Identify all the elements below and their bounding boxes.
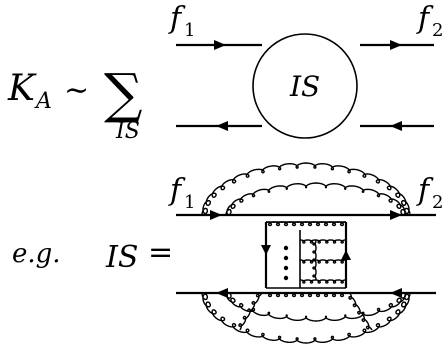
blob-label: IS — [289, 70, 320, 103]
gluon-box-top-rung — [265, 221, 347, 227]
label-f2-bottom-sub: 2 — [432, 192, 443, 213]
dot — [283, 265, 289, 271]
arrow-up-icon — [341, 250, 351, 260]
gluon-rung-1 — [299, 239, 347, 244]
gluon-bottom-bridge — [265, 292, 347, 298]
arrow-right-icon — [210, 210, 222, 220]
gluon-lower-inner-arc — [225, 291, 407, 322]
sum-symbol: ∑ — [104, 62, 143, 125]
gluon-rung-3 — [299, 279, 347, 284]
gluon-down-right — [348, 292, 373, 331]
label-f2-top-sub: 2 — [432, 20, 443, 41]
gluon-down-left — [238, 292, 263, 331]
arrow-right-icon — [390, 40, 402, 50]
bottom-equation: e.g. IS = f 1 f 2 — [12, 173, 443, 275]
k-symbol: K — [7, 68, 37, 109]
sim-symbol: ∼ — [64, 73, 89, 108]
gluon-upper-outer-arc — [201, 162, 411, 216]
arrow-left-icon — [216, 288, 228, 298]
arrow-right-icon — [214, 40, 226, 50]
gluon-lines — [201, 162, 411, 344]
gluon-rung-2 — [299, 259, 347, 264]
interacting-system-blob — [252, 33, 358, 139]
arrow-down-icon — [261, 245, 271, 255]
label-f1-top-sub: 1 — [184, 20, 195, 41]
dot — [283, 275, 289, 281]
is-label: IS — [105, 240, 138, 275]
equals-sign: = — [148, 235, 173, 270]
gluon-box-vertical — [312, 239, 317, 281]
arrow-left-icon — [390, 288, 402, 298]
arrow-left-icon — [390, 121, 402, 131]
eg-label: e.g. — [12, 239, 61, 269]
sum-index: IS — [115, 119, 140, 144]
k-subscript-a: A — [34, 89, 52, 114]
dot — [283, 255, 289, 261]
top-equation: K A ∼ ∑ IS — [7, 62, 143, 144]
bottom-diagram — [176, 162, 436, 344]
dot — [283, 245, 289, 251]
gluon-upper-inner-arc — [225, 182, 407, 216]
arrow-right-icon — [390, 210, 402, 220]
top-diagram: IS f 1 f 2 — [168, 1, 443, 139]
gluon-lower-outer-arc — [201, 292, 411, 344]
arrow-left-icon — [216, 121, 228, 131]
ladder-dots — [283, 245, 289, 281]
label-f1-bottom-sub: 1 — [184, 192, 195, 213]
